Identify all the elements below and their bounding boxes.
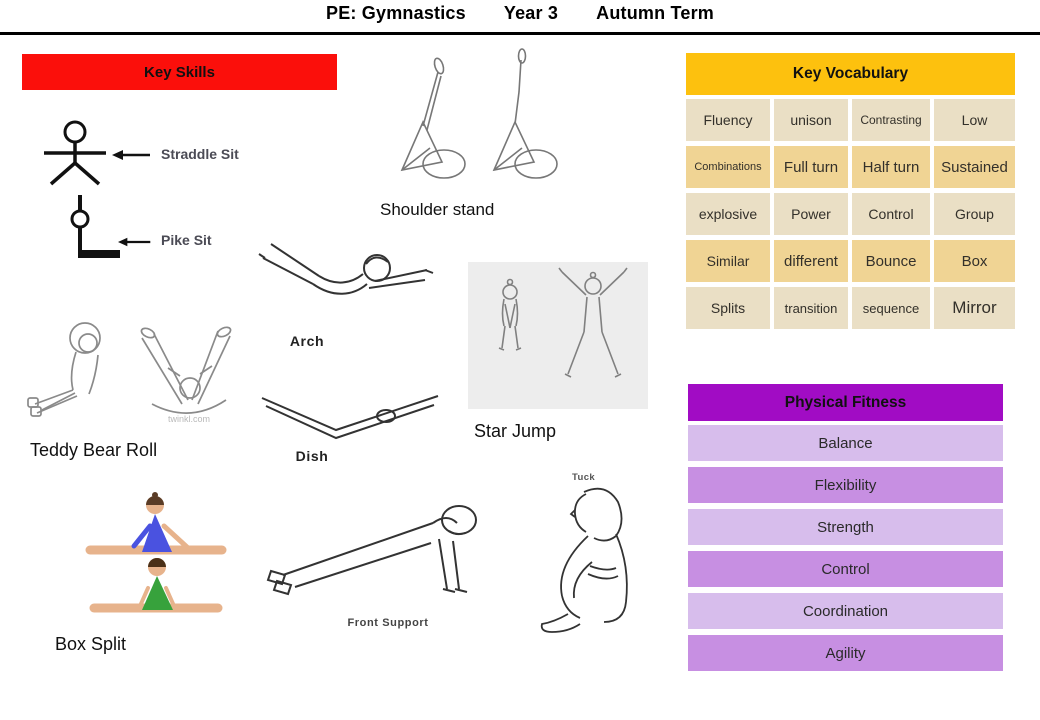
vocab-cell: Sustained xyxy=(934,146,1015,188)
pike-sit-arrow-icon xyxy=(118,237,151,247)
vocab-row: Splits transition sequence Mirror xyxy=(686,287,1015,329)
key-vocabulary-header: Key Vocabulary xyxy=(686,53,1015,95)
teddy-bear-roll-illustration: twinkl.com xyxy=(27,322,232,424)
pike-sit-label: Pike Sit xyxy=(161,232,212,248)
title-subject: PE: Gymnastics xyxy=(326,3,466,23)
straddle-sit-label: Straddle Sit xyxy=(161,146,239,162)
fitness-item: Coordination xyxy=(688,593,1003,629)
title-divider xyxy=(0,32,1040,35)
fitness-item: Balance xyxy=(688,425,1003,461)
vocab-cell: Combinations xyxy=(686,146,770,188)
box-split-label: Box Split xyxy=(55,634,127,654)
vocab-row: explosive Power Control Group xyxy=(686,193,1015,235)
vocab-cell: Fluency xyxy=(686,99,770,141)
key-vocabulary-header-label: Key Vocabulary xyxy=(792,65,909,82)
vocab-cell: Box xyxy=(934,240,1015,282)
arch-label: Arch xyxy=(289,333,325,349)
tuck-label: Tuck xyxy=(572,472,596,483)
title-term: Autumn Term xyxy=(596,3,714,23)
physical-fitness-header-label: Physical Fitness xyxy=(784,393,907,411)
key-skills-header-label: Key Skills xyxy=(144,63,215,81)
title-year: Year 3 xyxy=(503,3,559,23)
page-title: PE: Gymnastics Year 3 Autumn Term xyxy=(0,3,1040,24)
straddle-sit-figure-icon xyxy=(44,120,106,186)
vocab-cell: explosive xyxy=(686,193,770,235)
vocab-cell: Low xyxy=(934,99,1015,141)
physical-fitness-header: Physical Fitness xyxy=(688,384,1003,421)
vocab-cell: Contrasting xyxy=(852,99,930,141)
vocab-cell: Control xyxy=(852,193,930,235)
vocab-cell: Half turn xyxy=(852,146,930,188)
vocab-row: Combinations Full turn Half turn Sustain… xyxy=(686,146,1015,188)
vocab-row: Similar different Bounce Box xyxy=(686,240,1015,282)
vocab-cell: Power xyxy=(774,193,848,235)
vocab-cell: sequence xyxy=(852,287,930,329)
teddy-bear-roll-label: Teddy Bear Roll xyxy=(30,440,158,460)
key-skills-header: Key Skills xyxy=(22,54,337,90)
dish-illustration xyxy=(261,395,439,440)
physical-fitness-list: Balance Flexibility Strength Control Coo… xyxy=(688,425,1003,677)
vocab-cell: Full turn xyxy=(774,146,848,188)
pike-sit-figure-icon xyxy=(70,195,120,258)
fitness-item: Strength xyxy=(688,509,1003,545)
vocab-cell: Similar xyxy=(686,240,770,282)
vocab-row: Fluency unison Contrasting Low xyxy=(686,99,1015,141)
vocab-cell: Mirror xyxy=(934,287,1015,329)
fitness-item: Agility xyxy=(688,635,1003,671)
vocab-cell: transition xyxy=(774,287,848,329)
fitness-item: Flexibility xyxy=(688,467,1003,503)
vocab-cell: Bounce xyxy=(852,240,930,282)
vocab-cell: unison xyxy=(774,99,848,141)
shoulder-stand-illustration xyxy=(400,48,558,179)
vocab-cell: Group xyxy=(934,193,1015,235)
fitness-item: Control xyxy=(688,551,1003,587)
shoulder-stand-label: Shoulder stand xyxy=(380,200,495,219)
key-vocabulary-table: Fluency unison Contrasting Low Combinati… xyxy=(686,99,1015,334)
box-split-photo xyxy=(85,492,227,613)
star-jump-label: Star Jump xyxy=(474,421,557,441)
front-support-label: Front Support xyxy=(347,617,429,629)
star-jump-figures-icon xyxy=(498,267,628,378)
twinkl-watermark: twinkl.com xyxy=(168,414,210,424)
vocab-cell: different xyxy=(774,240,848,282)
front-support-illustration xyxy=(266,505,477,596)
star-jump-illustration xyxy=(468,262,648,409)
dish-label: Dish xyxy=(295,448,329,464)
vocab-cell: Splits xyxy=(686,287,770,329)
arch-illustration xyxy=(258,243,434,295)
tuck-illustration xyxy=(540,487,628,633)
straddle-sit-arrow-icon xyxy=(112,150,150,160)
